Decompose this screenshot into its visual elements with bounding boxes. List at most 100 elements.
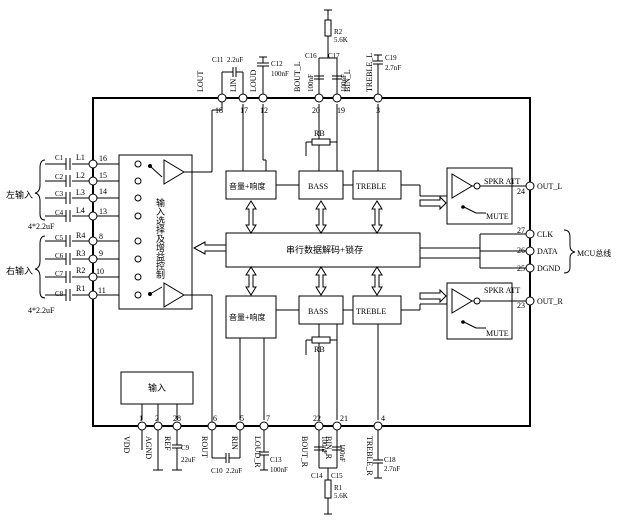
control-bus-arrows — [192, 195, 530, 304]
c15-value: 100nF — [338, 444, 346, 462]
c11-label: C11 — [212, 56, 224, 64]
pin-label-loud: LOUD — [249, 70, 258, 92]
bottom-component-labels: C9 22uF C10 2.2uF C13 100nF C14 100nF C1… — [181, 436, 400, 500]
pin-label-rin: RIN — [230, 436, 239, 450]
r2-resistor — [324, 19, 332, 37]
pin-label: OUT_L — [537, 182, 562, 191]
pin-label: OUT_R — [537, 297, 563, 306]
serial-decoder-label: 串行数据解码+锁存 — [286, 244, 363, 255]
pin-label-treble-l: TREBLE_L — [365, 53, 374, 92]
c19-label: C19 — [385, 54, 397, 62]
c10-label: C10 — [211, 467, 223, 475]
cap-label: C4 — [55, 209, 64, 217]
right-pin-data: 26 DATA — [517, 246, 558, 256]
pin-number: 11 — [98, 286, 106, 295]
pin-number-treble-r: 4 — [381, 414, 385, 423]
left-pin-circles — [88, 159, 98, 300]
pin-label-bin-l: BIN_L — [343, 69, 352, 92]
pin-number-bin-l: 19 — [337, 106, 345, 115]
pin-number: 13 — [99, 207, 107, 216]
pin-number-bout-l: 20 — [312, 106, 320, 115]
c15-label: C15 — [331, 472, 343, 480]
pin-name: R2 — [76, 266, 85, 275]
speaker-att-bottom-label: SPKR ATT — [484, 286, 520, 295]
right-pin-out-l: 24 OUT_L — [517, 182, 562, 196]
input-bottom-block — [120, 371, 194, 405]
pin-number: 14 — [99, 187, 107, 196]
c16-label: C16 — [305, 52, 317, 60]
bottom-external-wiring — [141, 430, 383, 515]
speaker-top-wiring — [463, 185, 530, 214]
pin-name: L1 — [76, 153, 85, 162]
rb-top-resistor — [311, 138, 331, 146]
cap-label: C2 — [55, 173, 64, 181]
pin-number: 15 — [99, 171, 107, 180]
pin-number-ref: 28 — [173, 414, 181, 423]
c18-label: C18 — [384, 456, 396, 464]
speaker-att-top-label: SPKR ATT — [484, 177, 520, 186]
pin-number: 8 — [99, 232, 103, 241]
pin-number: 23 — [517, 301, 525, 310]
selector-switch-contacts — [134, 160, 142, 299]
pin-number-lout: 18 — [215, 106, 223, 115]
rb-top-label: RB — [314, 129, 325, 138]
pin-label-treble-r: TREBLE_R — [365, 436, 374, 476]
c9-value: 22uF — [181, 456, 196, 464]
cap-label: C5 — [55, 234, 64, 242]
pin-label-loud-r: LOUD_R — [253, 436, 262, 468]
pin-name: R1 — [76, 284, 85, 293]
top-component-labels: C11 2.2uF C12 100nF C16 100nF C17 100nF … — [212, 28, 401, 92]
pin-name: L2 — [76, 171, 85, 180]
left-input-wiring — [45, 158, 135, 301]
pin-number-bout-r: 22 — [313, 414, 321, 423]
left-pin-row-l1: C1 L1 16 — [55, 153, 107, 163]
left-pin-row-l4: C4 L4 13 — [55, 206, 107, 217]
rb-bottom-resistor — [311, 336, 331, 344]
pin-number-vdd: 1 — [139, 414, 143, 423]
r1-label: R1 — [334, 484, 343, 492]
left-pin-row-r4: C5 R4 8 — [55, 231, 103, 242]
pin-label-lin: LIN — [229, 78, 238, 92]
cap-note-bottom: 4*2.2uF — [28, 306, 55, 315]
left-pin-row-r3: C6 R3 9 — [55, 249, 103, 260]
top-pin-circles — [217, 93, 383, 103]
pin-number: 24 — [517, 187, 525, 196]
bass-bottom-label: BASS — [308, 307, 328, 316]
pin-label: CLK — [537, 230, 553, 239]
c19-value: 2.7nF — [385, 64, 401, 72]
right-pin-dgnd: 25 DGND — [517, 264, 560, 273]
treble-top-label: TREBLE — [356, 182, 386, 191]
pin-number: 9 — [99, 249, 103, 258]
pin-number-rin: 5 — [240, 414, 244, 423]
pin-name: R4 — [76, 231, 85, 240]
r2-label: R2 — [334, 28, 343, 36]
bottom-pin-numbers: 1 2 28 6 5 7 22 21 4 — [139, 414, 385, 423]
input-selector-label: 输入选择及增益控制 — [155, 197, 165, 279]
c9-label: C9 — [181, 444, 190, 452]
input-bottom-label: 输入 — [148, 382, 166, 393]
supply-wiring — [141, 404, 178, 420]
treble-bottom-block — [352, 295, 402, 325]
left-pin-row-r2: C7 R2 10 — [55, 266, 104, 278]
top-external-wiring — [221, 9, 383, 94]
right-pin-out-r: 23 OUT_R — [517, 297, 563, 310]
mute-top-label: MUTE — [486, 212, 509, 221]
pin-number-bin-r: 21 — [340, 414, 348, 423]
speaker-bottom-wiring — [463, 300, 530, 329]
pin-number: 16 — [99, 154, 107, 163]
top-block-wiring — [242, 104, 447, 197]
top-pin-numbers: 18 17 12 20 19 3 — [215, 106, 380, 115]
r1-resistor — [324, 479, 332, 499]
mute-bottom-label: MUTE — [486, 329, 509, 338]
bottom-pin-circles — [137, 421, 383, 431]
top-pin-labels: LOUT LIN LOUD BOUT_L BIN_L TREBLE_L — [196, 53, 374, 92]
pin-label-rout: ROUT — [200, 436, 209, 458]
serial-decoder-block — [225, 232, 421, 268]
mcu-bus-label: MCU总线 — [577, 248, 611, 258]
speaker-amp-top-icon — [451, 173, 473, 199]
cap-label: C3 — [55, 190, 64, 198]
pin-label-bout-l: BOUT_L — [293, 61, 302, 92]
right-input-label: 右输入 — [6, 265, 33, 276]
pin-number-loud-r: 7 — [266, 414, 270, 423]
